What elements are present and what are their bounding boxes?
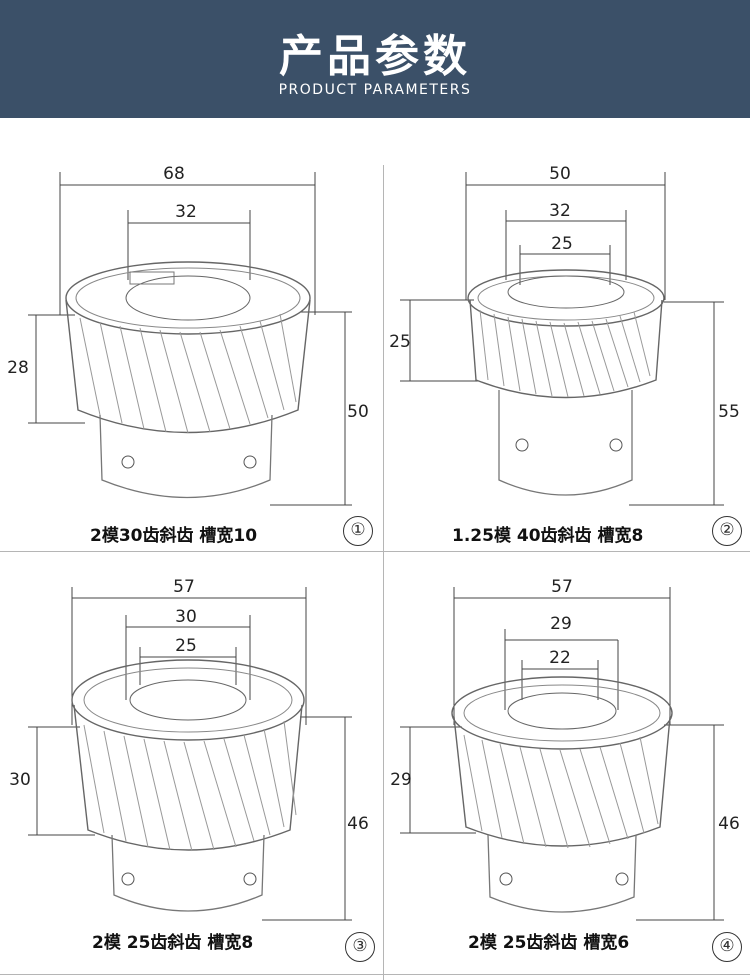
index-badge-3: ③: [345, 932, 375, 962]
index-badge-2: ②: [712, 516, 742, 546]
product-caption-3: 2模 25齿斜齿 槽宽8: [92, 933, 254, 953]
gear-drawing-2: 50 32 25 25 55: [389, 164, 740, 506]
dim-total-height: 46: [347, 814, 369, 834]
gear-drawing-3: 57 30 25 30 46: [9, 577, 369, 921]
bottom-divider: [0, 974, 750, 975]
product-panel-3: 57 30 25 30 46 2模 25齿斜齿 槽宽8 ③: [0, 565, 383, 974]
dim-gear-width: 29: [390, 770, 412, 790]
page-title: 产品参数: [279, 31, 471, 82]
dim-outer-diameter: 57: [173, 577, 195, 597]
index-badge-1: ①: [343, 516, 373, 546]
gear-drawing-4: 57 29 22 29 46: [390, 577, 740, 921]
dim-outer-diameter: 68: [163, 164, 185, 184]
gear-drawing-1: 68 32 28 50: [7, 164, 369, 506]
dim-total-height: 55: [718, 402, 740, 422]
dim-outer-diameter: 50: [549, 164, 571, 184]
dim-bore-inner: 25: [551, 234, 573, 254]
product-panel-2: 50 32 25 25 55 1.25模 40齿斜齿 槽宽8 ②: [384, 140, 750, 551]
dim-total-height: 50: [347, 402, 369, 422]
horizontal-divider: [0, 551, 750, 552]
product-caption-4: 2模 25齿斜齿 槽宽6: [468, 933, 630, 953]
product-panel-1: 68 32 28 50 2模30齿斜齿 槽宽10 ①: [0, 140, 383, 551]
header-banner: 产品参数 PRODUCT PARAMETERS: [0, 0, 750, 118]
dim-bore-top: 30: [175, 607, 197, 627]
product-panel-4: 57 29 22 29 46 2模 25齿斜齿 槽宽6 ④: [384, 565, 750, 974]
dim-outer-diameter: 57: [551, 577, 573, 597]
dim-total-height: 46: [718, 814, 740, 834]
dim-bore-top: 32: [549, 201, 571, 221]
index-badge-4: ④: [712, 932, 742, 962]
dim-gear-width: 25: [389, 332, 411, 352]
dim-bore-inner: 25: [175, 636, 197, 656]
dim-bore-top: 29: [550, 614, 572, 634]
dim-gear-width: 28: [7, 358, 29, 378]
product-caption-1: 2模30齿斜齿 槽宽10: [90, 526, 258, 546]
vertical-divider: [383, 165, 384, 980]
dim-bore-top: 32: [175, 202, 197, 222]
dim-bore-inner: 22: [549, 648, 571, 668]
page-subtitle: PRODUCT PARAMETERS: [278, 82, 472, 98]
product-caption-2: 1.25模 40齿斜齿 槽宽8: [452, 526, 644, 546]
dim-gear-width: 30: [9, 770, 31, 790]
